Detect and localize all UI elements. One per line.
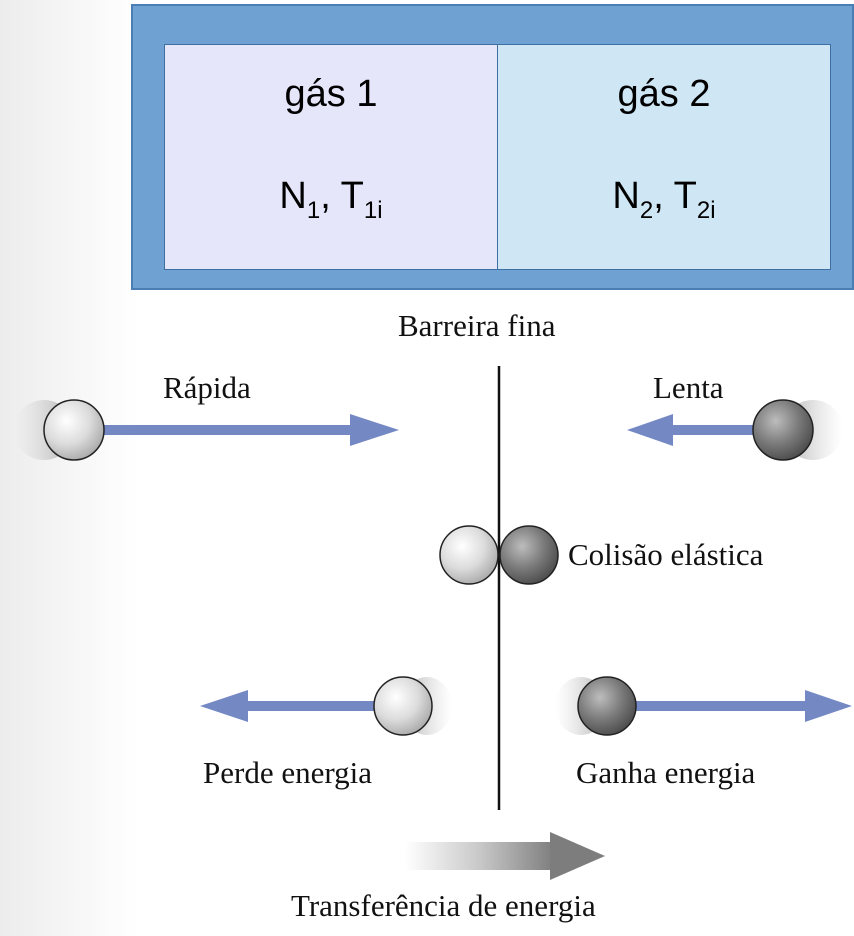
energy-transfer-arrow [405,832,605,880]
slow-particle-ball [753,400,813,460]
slow-arrow-head [627,414,673,446]
fast-particle-ball [44,400,104,460]
gaining-particle [555,677,852,735]
losing-particle [200,677,452,735]
fast-arrow-head [350,414,399,446]
slow-particle [627,400,843,460]
gain-arrow-shaft [630,701,810,711]
colliding-light-ball [440,526,498,584]
loses-energy-label: Perde energia [203,755,372,791]
energy-transfer-label: Transferência de energia [291,888,596,924]
fast-label: Rápida [163,370,251,406]
slow-arrow-shaft [668,425,760,435]
gaining-particle-ball [578,677,636,735]
fast-arrow-shaft [100,425,355,435]
collision-label: Colisão elástica [568,537,763,573]
colliding-dark-ball [500,526,558,584]
losing-particle-ball [374,677,432,735]
slow-label: Lenta [653,370,724,406]
transfer-arrow-head [550,832,605,880]
lose-arrow-head [200,690,248,722]
fast-particle [14,400,399,460]
transfer-arrow-body [405,842,555,870]
gains-energy-label: Ganha energia [576,755,755,791]
barrier-label: Barreira fina [398,308,555,344]
lose-arrow-shaft [244,701,378,711]
gain-arrow-head [805,690,852,722]
